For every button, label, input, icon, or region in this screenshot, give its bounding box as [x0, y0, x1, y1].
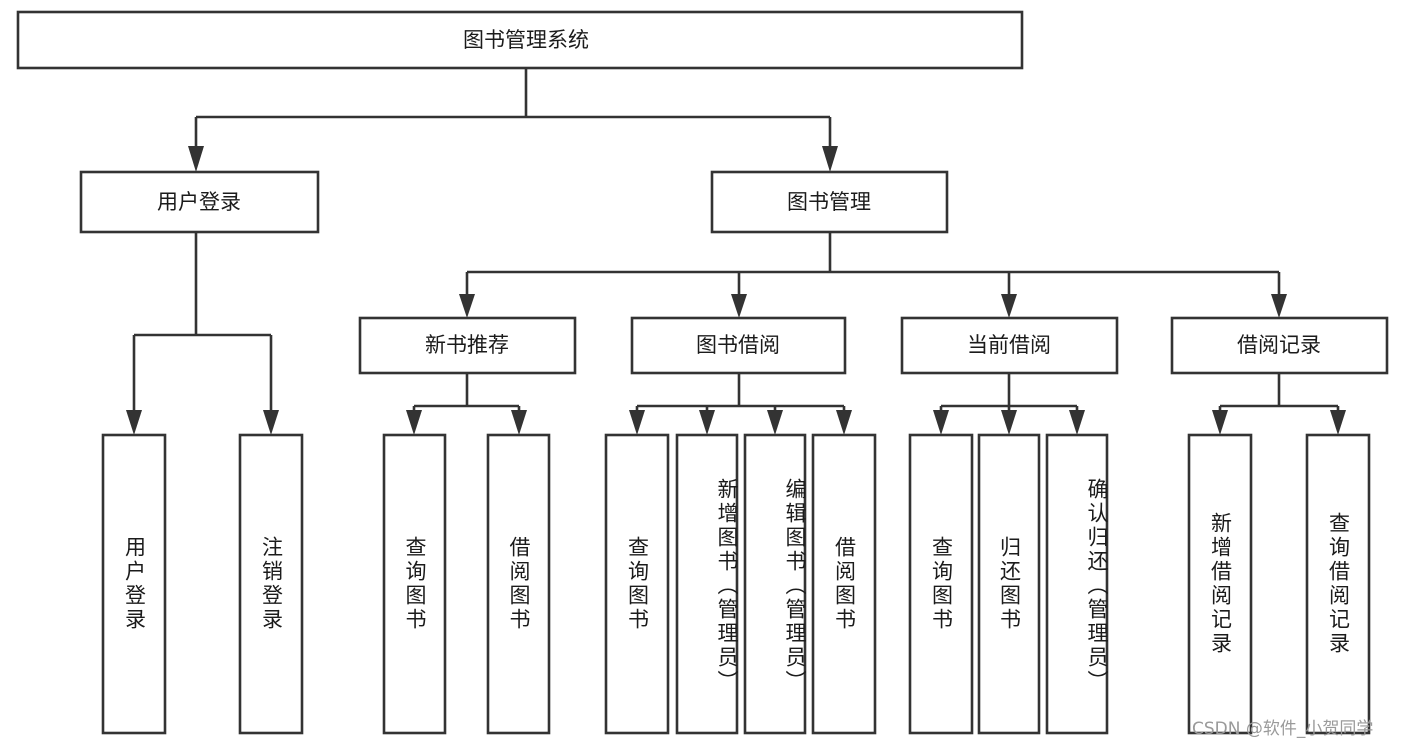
node-leaf-query-record[interactable]	[1305, 433, 1371, 735]
node-leaf-user-login[interactable]	[101, 433, 167, 735]
node-new-book-recommend-label: 新书推荐	[425, 333, 509, 357]
node-current-borrow-label: 当前借阅	[967, 333, 1051, 357]
arrowhead-leaf-query-record	[1330, 410, 1346, 435]
node-book-borrow-label: 图书借阅	[696, 333, 780, 357]
node-leaf-logout[interactable]	[238, 433, 304, 735]
arrowhead-leaf-confirm-return	[1069, 410, 1085, 435]
arrowhead-current-borrow	[1001, 294, 1017, 318]
node-current-borrow[interactable]	[900, 316, 1119, 375]
node-leaf-confirm-return[interactable]	[1045, 433, 1109, 735]
arrowhead-leaf-query-book-1	[406, 410, 422, 435]
arrowhead-borrow-record	[1271, 294, 1287, 318]
arrowhead-leaf-query-book-2	[629, 410, 645, 435]
node-borrow-record-label: 借阅记录	[1237, 333, 1321, 357]
arrowhead-user-login	[188, 146, 204, 172]
node-leaf-query-book-3[interactable]	[908, 433, 974, 735]
arrowhead-new-book-recommend	[459, 294, 475, 318]
arrowhead-leaf-borrow-book-2	[836, 410, 852, 435]
arrowhead-leaf-add-record	[1212, 410, 1228, 435]
connector-group-book-manage	[459, 232, 1287, 318]
node-leaf-return-book[interactable]	[977, 433, 1041, 735]
node-book-manage[interactable]	[710, 170, 949, 234]
node-leaf-query-book-2[interactable]	[604, 433, 670, 735]
connector-group-borrow-record	[1212, 373, 1346, 435]
arrowhead-leaf-user-login	[126, 410, 142, 435]
arrowhead-leaf-edit-book	[767, 410, 783, 435]
node-borrow-record[interactable]	[1170, 316, 1389, 375]
node-leaf-borrow-book-2[interactable]	[811, 433, 877, 735]
connector-group-current-borrow	[933, 373, 1085, 435]
connector-group-book-borrow	[629, 373, 852, 435]
node-new-book-recommend[interactable]	[358, 316, 577, 375]
connector-group-root	[188, 68, 838, 172]
node-leaf-query-book-1[interactable]	[382, 433, 447, 735]
arrowhead-leaf-query-book-3	[933, 410, 949, 435]
watermark-csdn: CSDN @软件_小贺同学	[1192, 719, 1374, 739]
arrowhead-leaf-add-book	[699, 410, 715, 435]
connector-group-new-book-recommend	[406, 373, 527, 435]
node-root[interactable]	[16, 10, 1024, 70]
arrowhead-leaf-logout	[263, 410, 279, 435]
node-leaf-add-record[interactable]	[1187, 433, 1253, 735]
node-leaf-edit-book[interactable]	[743, 433, 807, 735]
node-user-login[interactable]	[79, 170, 320, 234]
arrowhead-book-manage	[822, 146, 838, 172]
node-user-login-label: 用户登录	[157, 190, 241, 214]
node-root-label: 图书管理系统	[463, 28, 589, 52]
node-leaf-borrow-book-1[interactable]	[486, 433, 551, 735]
node-book-manage-label: 图书管理	[787, 190, 871, 214]
arrowhead-book-borrow	[731, 294, 747, 318]
node-leaf-add-book[interactable]	[675, 433, 739, 735]
arrowhead-leaf-return-book	[1001, 410, 1017, 435]
connector-group-user-login	[126, 232, 279, 435]
arrowhead-leaf-borrow-book-1	[511, 410, 527, 435]
node-book-borrow[interactable]	[630, 316, 847, 375]
